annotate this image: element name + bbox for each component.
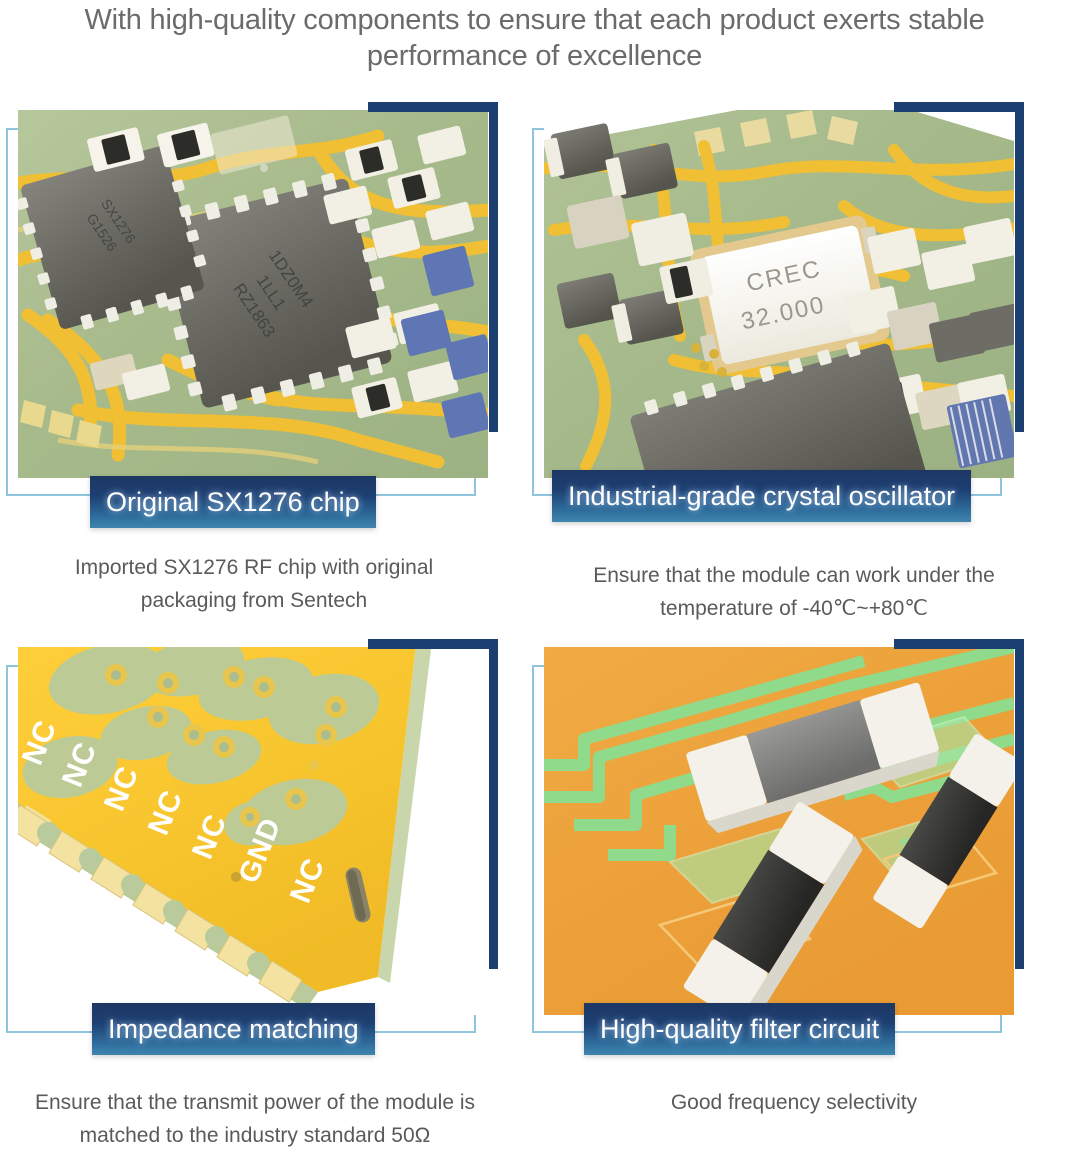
page-headline: With high-quality components to ensure t… [20,0,1050,75]
panel-banner-industrial-grade-crystal-oscillator: Industrial-grade crystal oscillator [552,470,972,522]
panel-caption-high-quality-filter-circuit: Good frequency selectivity [544,1023,1044,1120]
photo-frame-sx1276: 1DZ0M4 1LL1 RZ1863 [6,102,498,496]
photo-frame-filter [532,639,1024,1034]
feature-panel-grid: 1DZ0M4 1LL1 RZ1863 [0,102,1069,1152]
pcb-crystal-oscillator-photo: CREC 32.000 [544,110,1014,478]
feature-panel-industrial-grade-crystal-oscillator: CREC 32.000 [532,102,1068,625]
headline-line-1: With high-quality components to ensure t… [84,4,985,36]
panel-banner-original-sx1276-chip: Original SX1276 chip [90,476,376,528]
headline-line-2: performance of excellence [366,40,703,73]
panel-caption-industrial-grade-crystal-oscillator: Ensure that the module can work under th… [544,486,1044,625]
photo-frame-impedance: NC NC NC NC NC GND NC [6,639,498,1034]
panel-banner-impedance-matching: Impedance matching [92,1003,375,1056]
corner-accent-top [894,102,1024,112]
panel-caption-original-sx1276-chip: Imported SX1276 RF chip with original pa… [4,486,504,617]
corner-accent-top [368,639,498,650]
pcb-sx1276-chip-photo: 1DZ0M4 1LL1 RZ1863 [18,110,488,478]
corner-accent-right [489,102,498,432]
corner-accent-right [1015,639,1024,970]
corner-accent-right [1015,102,1024,432]
feature-row-top: 1DZ0M4 1LL1 RZ1863 [0,102,1069,625]
caption-line-1: Good frequency selectivity [670,1091,918,1115]
caption-line-1: Ensure that the module can work under th… [593,564,995,587]
caption-line-2: packaging from Sentech [140,588,368,612]
corner-accent-top [368,102,498,112]
caption-line-2: temperature of -40℃~+80℃ [660,596,928,620]
feature-panel-original-sx1276-chip: 1DZ0M4 1LL1 RZ1863 [0,102,534,625]
caption-line-2: matched to the industry standard 50Ω [79,1123,431,1147]
corner-accent-top [894,639,1024,650]
pcb-castellated-edge-photo: NC NC NC NC NC GND NC [18,647,488,1016]
panel-banner-high-quality-filter-circuit: High-quality filter circuit [584,1003,896,1056]
feature-panel-high-quality-filter-circuit: High-quality filter circuit Good frequen… [532,639,1068,1152]
caption-line-1: Ensure that the transmit power of the mo… [34,1091,476,1115]
feature-panel-impedance-matching: NC NC NC NC NC GND NC [0,639,534,1152]
feature-row-bottom: NC NC NC NC NC GND NC [0,639,1069,1152]
caption-line-1: Imported SX1276 RF chip with original [74,556,434,579]
corner-accent-right [489,639,498,970]
pcb-filter-components-photo [544,647,1014,1016]
photo-frame-crystal: CREC 32.000 [532,102,1024,496]
